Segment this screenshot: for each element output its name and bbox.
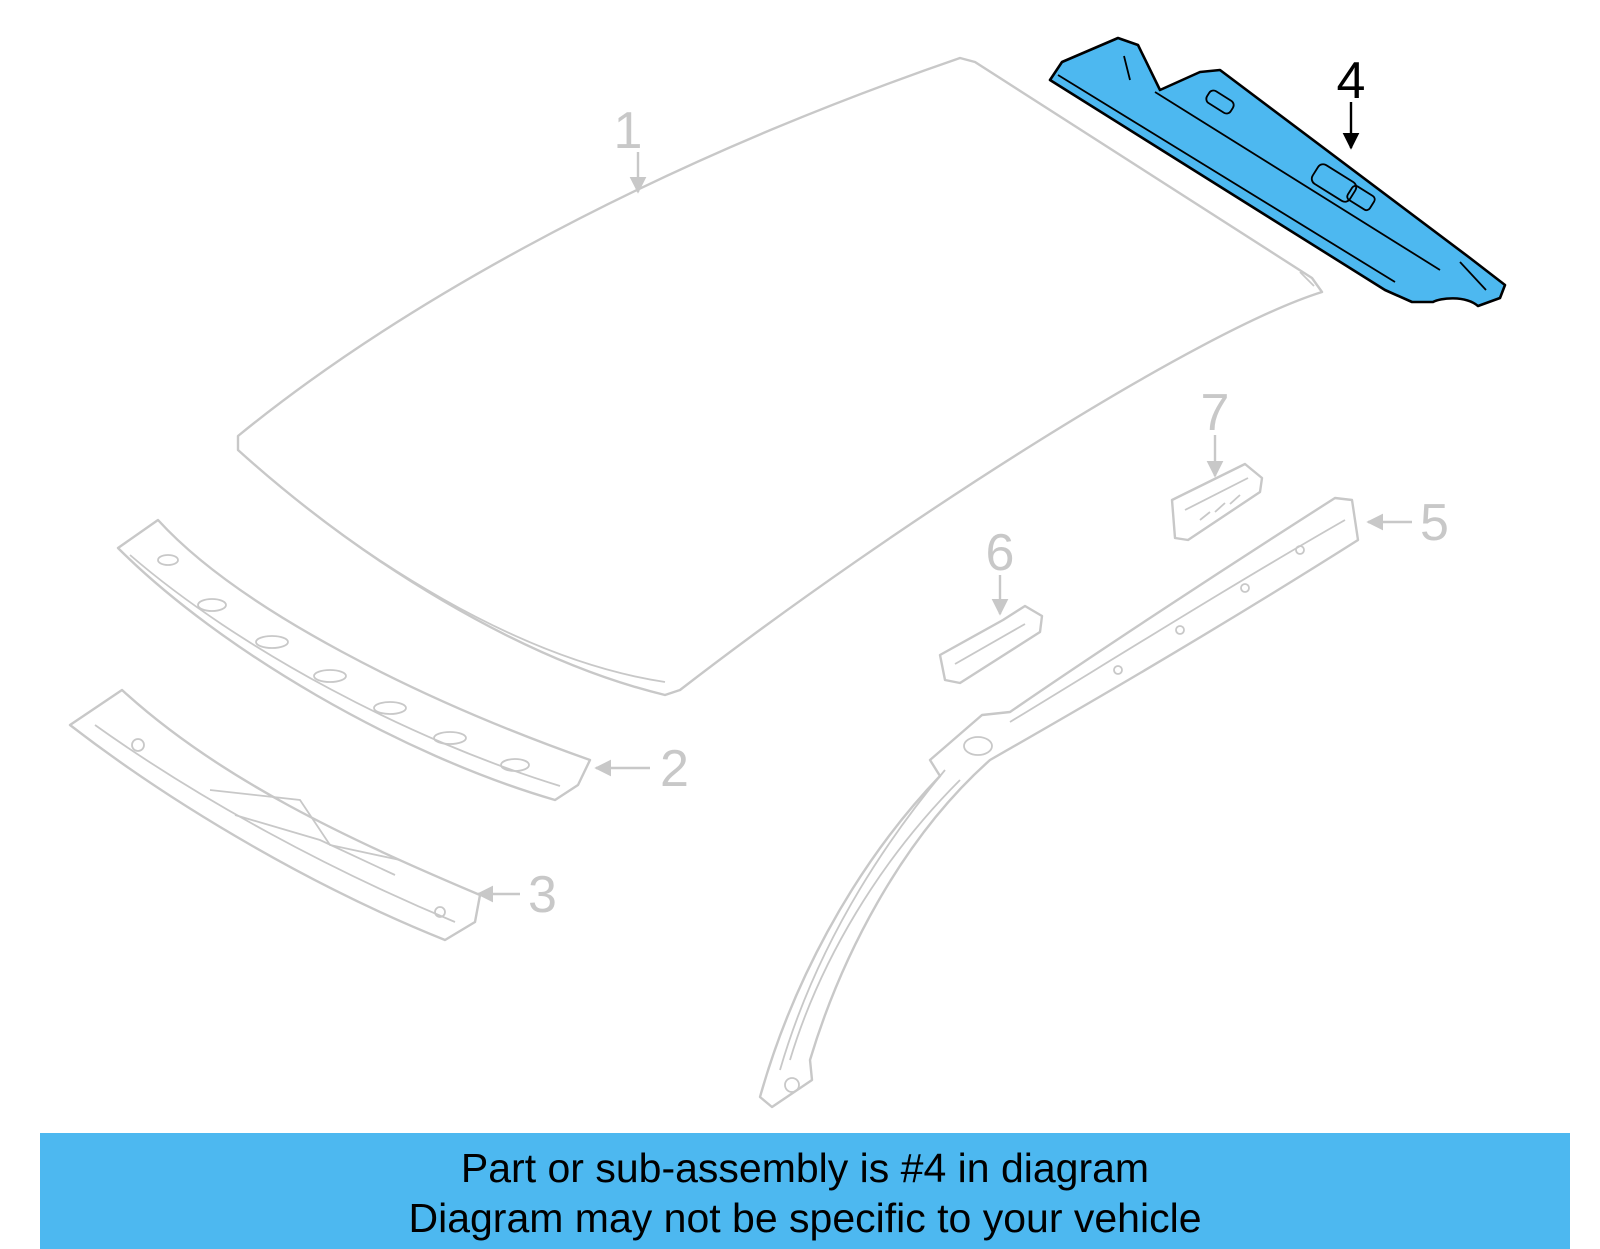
banner-line-1: Part or sub-assembly is #4 in diagram [460,1145,1150,1191]
callout-label-5: 5 [1420,494,1449,552]
callout-7: 7 [1201,384,1230,478]
callout-label-4: 4 [1337,52,1366,110]
part-6-bracket [938,604,1044,685]
callout-3: 3 [476,866,557,924]
part-2-front-header [116,518,592,802]
part-3-header-reinforcement [68,688,482,942]
callout-4: 4 [1337,52,1366,150]
callout-label-7: 7 [1201,384,1230,442]
banner-line-2: Diagram may not be specific to your vehi… [408,1195,1202,1241]
callout-1: 1 [614,102,647,194]
part-7-bracket [1170,462,1264,542]
callout-2: 2 [594,740,689,798]
callout-label-3: 3 [528,866,557,924]
info-banner: Part or sub-assembly is #4 in diagram Di… [40,1133,1570,1249]
part-5-roof-side-rail [758,496,1360,1109]
part-1-roof-panel [236,56,1324,697]
callout-label-1: 1 [614,102,643,160]
callout-label-2: 2 [660,740,689,798]
callout-6: 6 [986,524,1015,616]
part-4-rear-roof-rail [1048,36,1507,308]
callout-5: 5 [1366,494,1449,552]
callout-label-6: 6 [986,524,1015,582]
